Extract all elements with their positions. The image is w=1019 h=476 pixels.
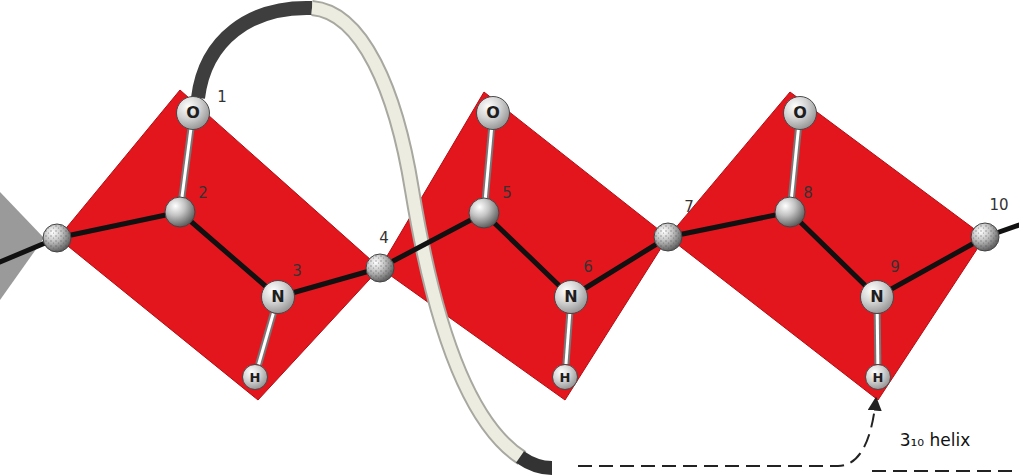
atom-symbol: H [250, 371, 261, 384]
atom-number: 9 [890, 259, 900, 276]
atom-node: H [242, 364, 268, 390]
atom-node: O [783, 96, 817, 130]
carbonyl-carbon [775, 197, 805, 227]
nh-bond [259, 313, 274, 364]
helix-ribbon [198, 8, 312, 98]
atom-node: H [552, 364, 578, 390]
alpha-carbon-speckle [654, 223, 682, 251]
backbone-bond [180, 212, 278, 297]
bond-core [876, 314, 880, 364]
atom-node: H [865, 364, 891, 390]
peptide-plane [668, 92, 985, 400]
alpha-carbon-speckle [366, 254, 394, 282]
backbone-bond [668, 212, 790, 237]
atom-number: 5 [502, 185, 512, 202]
carbonyl-carbons [165, 197, 805, 228]
bond-outline [259, 313, 274, 364]
atom-number: 6 [583, 259, 593, 276]
atom-number: 8 [803, 185, 813, 202]
bond-outline [874, 314, 882, 364]
alpha-carbon [654, 223, 682, 251]
nh-bond [566, 314, 570, 364]
helix-ribbon [312, 8, 522, 458]
atom-node: N [860, 280, 894, 314]
atom-symbol: N [564, 289, 577, 305]
peptide-plane [380, 92, 668, 400]
atom-symbol: O [486, 105, 500, 121]
bond-core [566, 314, 570, 364]
nh-bond [877, 314, 879, 364]
backbone-bond [877, 237, 985, 297]
atom-node: N [261, 280, 295, 314]
dashed-pointer [578, 398, 876, 466]
carbonyl-carbon [165, 197, 195, 227]
alpha-carbon [43, 224, 71, 252]
atom-symbol: H [873, 371, 884, 384]
bond-core [259, 313, 274, 364]
alpha-carbon [366, 254, 394, 282]
helix-ribbon [312, 8, 522, 458]
helix-ribbon [520, 457, 552, 468]
dashed-line [872, 470, 1019, 472]
atom-symbol: H [560, 371, 571, 384]
alpha-carbon-speckle [43, 224, 71, 252]
atom-symbol: O [793, 105, 807, 121]
bond-outline [566, 314, 570, 364]
atom-number: 1 [217, 89, 227, 106]
atom-symbol: O [186, 105, 200, 121]
atom-symbol: N [271, 289, 284, 305]
carbonyl-carbon [469, 198, 499, 228]
backbone-bond [57, 212, 180, 238]
atom-number: 10 [989, 197, 1008, 214]
atom-number: 2 [198, 185, 208, 202]
helix-label: 3₁₀ helix [900, 431, 971, 450]
alpha-carbon-speckle [971, 223, 999, 251]
peptide-plane [58, 90, 380, 400]
backbone-bond [380, 213, 484, 268]
alpha-carbons [43, 223, 999, 282]
atom-node: N [554, 280, 588, 314]
atom-node: O [476, 96, 510, 130]
atom-number: 3 [292, 263, 302, 280]
atom-symbol: N [870, 289, 883, 305]
atom-node: O [176, 96, 210, 130]
alpha-carbon [971, 223, 999, 251]
atom-number: 4 [379, 230, 389, 247]
atom-number: 7 [684, 199, 694, 216]
